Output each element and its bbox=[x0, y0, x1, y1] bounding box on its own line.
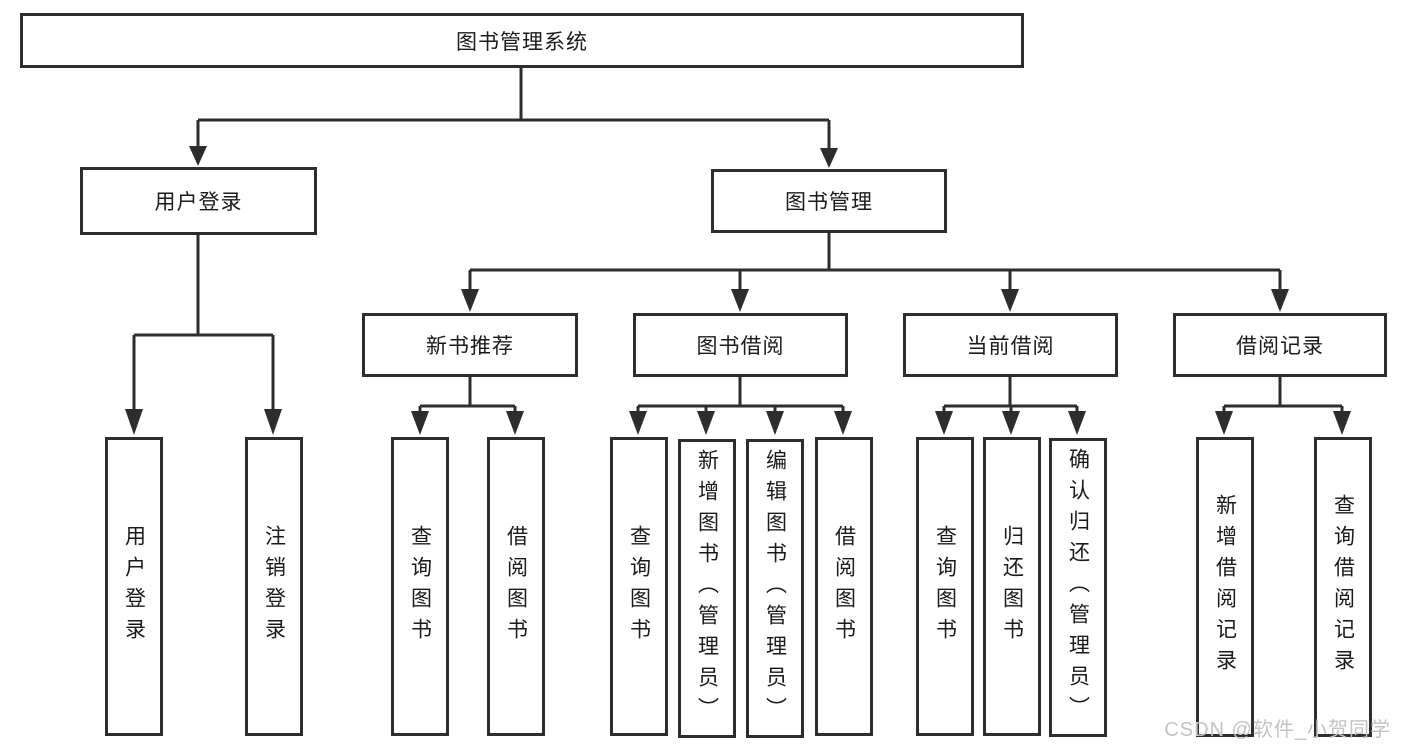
connector-records-to-leaves bbox=[1222, 377, 1344, 412]
leaf-br-add-record: 新增借阅记录 bbox=[1196, 437, 1254, 737]
leaf-cb-confirm-return-admin-label: 确认归还（管理员） bbox=[1066, 448, 1090, 727]
connector-root-to-level2 bbox=[196, 68, 831, 149]
leaf-bb-edit-books-admin-label: 编辑图书（管理员） bbox=[763, 449, 787, 728]
leaf-bb-add-books-admin: 新增图书（管理员） bbox=[678, 439, 736, 738]
leaf-bb-query-books: 查询图书 bbox=[610, 437, 668, 736]
watermark: CSDN @软件_小贺同学 bbox=[1164, 719, 1391, 741]
leaf-user-login: 用户登录 bbox=[105, 437, 163, 736]
leaf-nb-borrow-books-label: 借阅图书 bbox=[504, 524, 528, 649]
leaf-cb-confirm-return-admin: 确认归还（管理员） bbox=[1049, 438, 1107, 737]
leaf-nb-query-books-label: 查询图书 bbox=[408, 524, 432, 649]
leaf-logout-label: 注销登录 bbox=[262, 524, 286, 649]
connector-newbook-to-leaves bbox=[418, 377, 517, 412]
leaf-br-add-record-label: 新增借阅记录 bbox=[1213, 494, 1237, 680]
leaf-bb-add-books-admin-label: 新增图书（管理员） bbox=[695, 449, 719, 728]
leaf-bb-borrow-books-label: 借阅图书 bbox=[832, 524, 856, 649]
leaf-nb-borrow-books: 借阅图书 bbox=[487, 437, 545, 736]
connector-bookborrow-to-leaves bbox=[636, 377, 845, 412]
node-borrow-records: 借阅记录 bbox=[1173, 313, 1387, 377]
connector-currentborrow-to-leaves bbox=[942, 377, 1079, 412]
leaf-cb-return-books-label: 归还图书 bbox=[1000, 524, 1024, 649]
node-current-borrow: 当前借阅 bbox=[903, 313, 1118, 377]
node-user-login: 用户登录 bbox=[80, 167, 317, 235]
leaf-nb-query-books: 查询图书 bbox=[391, 437, 449, 736]
leaf-bb-edit-books-admin: 编辑图书（管理员） bbox=[746, 439, 804, 738]
connector-userlogin-to-leaves bbox=[132, 235, 275, 410]
node-new-book-recommend: 新书推荐 bbox=[362, 313, 578, 377]
leaf-br-query-record: 查询借阅记录 bbox=[1314, 437, 1372, 737]
leaf-br-query-record-label: 查询借阅记录 bbox=[1331, 494, 1355, 680]
node-book-borrow: 图书借阅 bbox=[633, 313, 848, 377]
leaf-bb-query-books-label: 查询图书 bbox=[627, 524, 651, 649]
leaf-cb-query-books: 查询图书 bbox=[916, 437, 974, 736]
node-book-management: 图书管理 bbox=[711, 169, 947, 233]
leaf-user-login-label: 用户登录 bbox=[122, 524, 146, 649]
leaf-bb-borrow-books: 借阅图书 bbox=[815, 437, 873, 736]
connector-bookmgmt-to-level3 bbox=[468, 233, 1282, 290]
leaf-cb-query-books-label: 查询图书 bbox=[933, 524, 957, 649]
leaf-cb-return-books: 归还图书 bbox=[983, 437, 1041, 736]
leaf-logout: 注销登录 bbox=[245, 437, 303, 736]
node-root: 图书管理系统 bbox=[20, 13, 1024, 68]
